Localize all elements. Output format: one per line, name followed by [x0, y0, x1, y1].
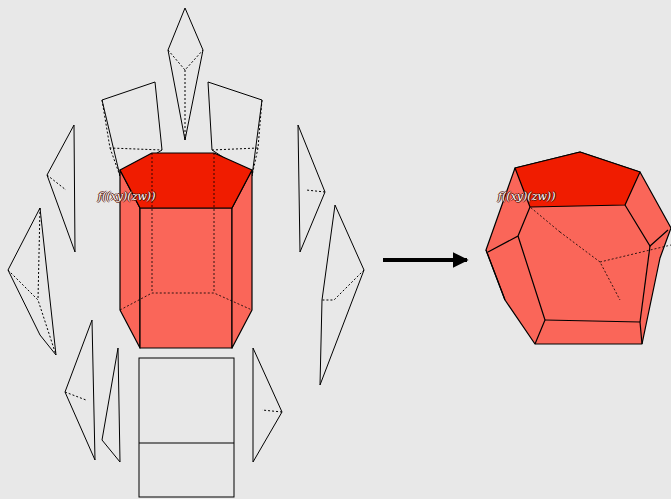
- hidden-edge: [152, 153, 153, 293]
- solid-face: [140, 208, 232, 348]
- wireframe-piece: [102, 348, 120, 462]
- solid-outline: [475, 140, 671, 355]
- hidden-edge: [560, 232, 620, 300]
- solid-edge: [488, 207, 530, 252]
- solid-edge: [518, 236, 545, 344]
- wireframe-piece: [298, 125, 325, 252]
- polytope-shape: f((xy)(zw)): [475, 140, 671, 355]
- solid-edge: [486, 250, 505, 300]
- hidden-edge: [600, 245, 671, 262]
- hidden-edge: [530, 207, 560, 232]
- prism-shape: f((xy)(zw)): [5, 0, 372, 499]
- solid-edge: [640, 246, 650, 322]
- wireframe-piece: [47, 125, 75, 252]
- wireframe-piece: [253, 348, 282, 462]
- function-label: f((xy)(zw)): [98, 191, 155, 202]
- hidden-edge: [120, 293, 252, 310]
- wireframe-piece: [8, 208, 56, 355]
- solid-outline: [5, 0, 372, 499]
- function-label: f((xy)(zw)): [498, 191, 555, 202]
- solid-edge: [625, 205, 668, 246]
- solid-edge: [545, 320, 642, 344]
- wireframe-piece: [65, 320, 95, 460]
- hidden-edge: [214, 153, 215, 293]
- wireframe-piece: [168, 8, 203, 140]
- wireframe-piece: [139, 358, 234, 497]
- solid-face: [486, 152, 671, 344]
- wireframe-piece: [320, 205, 364, 385]
- transform-arrow: [383, 258, 467, 262]
